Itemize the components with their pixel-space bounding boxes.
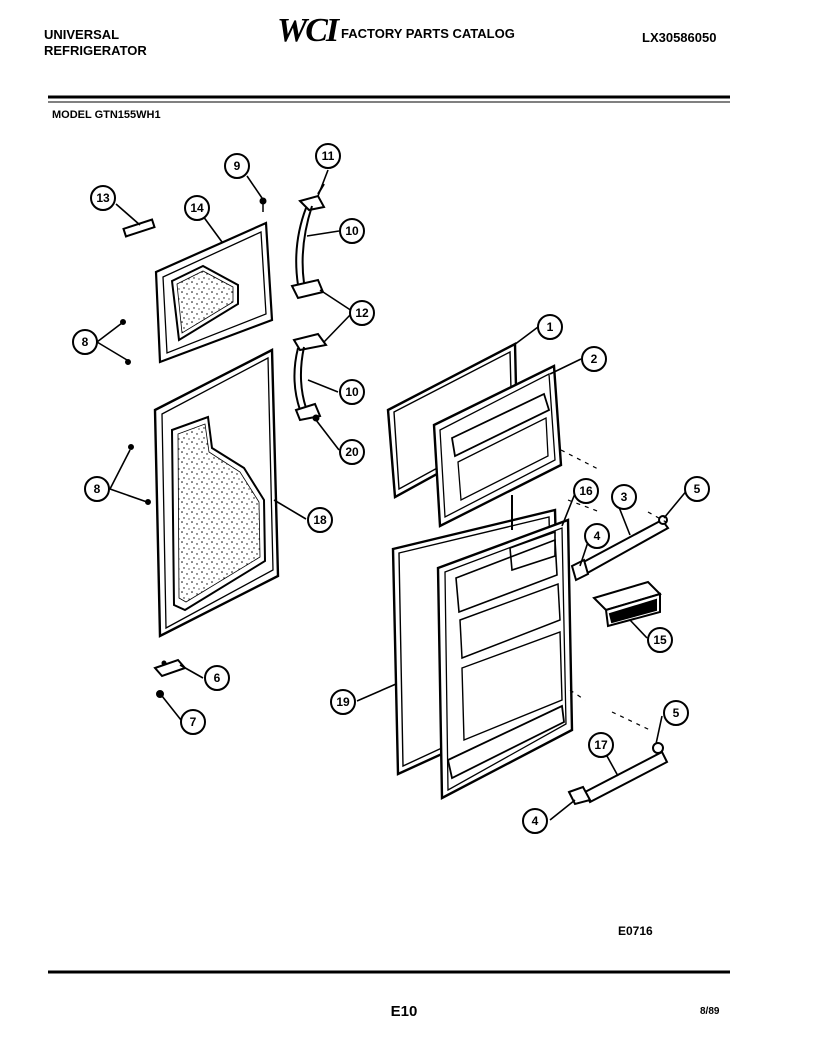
catalog-number: LX30586050 — [642, 30, 717, 45]
callout-18 — [307, 507, 333, 533]
callout-10-lower-text: 10 — [345, 385, 359, 399]
callout-9 — [224, 153, 250, 179]
callout-3 — [611, 484, 637, 510]
wci-logo: WCI — [277, 12, 339, 49]
callout-4-lower-text: 4 — [532, 814, 539, 828]
callout-11 — [315, 143, 341, 169]
callout-4-lower — [522, 808, 548, 834]
callout-7-text: 7 — [190, 715, 197, 729]
callout-12-text: 12 — [355, 306, 369, 320]
callout-6 — [204, 665, 230, 691]
assembly-guide-lines — [560, 449, 667, 731]
callout-19-text: 19 — [336, 695, 350, 709]
callout-8-lower — [84, 476, 110, 502]
callout-14-text: 14 — [190, 201, 204, 215]
callout-10-lower — [339, 379, 365, 405]
dairy-compartment — [592, 580, 662, 628]
callout-16 — [573, 478, 599, 504]
callout-14 — [184, 195, 210, 221]
freezer-handle — [290, 183, 326, 300]
callout-16-text: 16 — [579, 484, 593, 498]
callout-circles — [72, 143, 710, 834]
callout-2 — [581, 346, 607, 372]
callout-6-text: 6 — [214, 671, 221, 685]
callout-5-lower-text: 5 — [673, 706, 680, 720]
callout-4-upper — [584, 523, 610, 549]
callout-8-upper — [72, 329, 98, 355]
callout-20 — [339, 439, 365, 465]
callout-4-upper-text: 4 — [594, 529, 601, 543]
callout-8-lower-text: 8 — [94, 482, 101, 496]
header-rule — [48, 95, 730, 103]
callout-18-text: 18 — [313, 513, 327, 527]
callout-1 — [537, 314, 563, 340]
callout-13 — [90, 185, 116, 211]
callout-15 — [647, 627, 673, 653]
catalog-title: FACTORY PARTS CATALOG — [341, 26, 515, 41]
freezer-door — [154, 221, 274, 364]
brand-line2: REFRIGERATOR — [44, 43, 147, 58]
page-number: E10 — [391, 1003, 418, 1020]
callout-5-lower — [663, 700, 689, 726]
fresh-food-handle — [292, 332, 328, 422]
brand-line1: UNIVERSAL — [44, 27, 120, 42]
callout-13-text: 13 — [96, 191, 110, 205]
callout-5-upper — [684, 476, 710, 502]
freezer-door-liner — [432, 364, 563, 530]
callout-5-upper-text: 5 — [694, 482, 701, 496]
door-shelf-lower — [567, 742, 669, 806]
callout-7 — [180, 709, 206, 735]
callout-9-text: 9 — [234, 159, 241, 173]
callout-19 — [330, 689, 356, 715]
callout-numbers: 13 14 9 11 10 12 8 10 20 8 18 6 7 1 2 16… — [82, 149, 701, 828]
callout-3-text: 3 — [621, 490, 628, 504]
callout-10-upper — [339, 218, 365, 244]
figure-code: E0716 — [618, 924, 653, 938]
callout-12 — [349, 300, 375, 326]
fresh-food-door-outer — [153, 348, 280, 638]
callout-10-upper-text: 10 — [345, 224, 359, 238]
hardware-parts — [120, 197, 320, 698]
callout-15-text: 15 — [653, 633, 667, 647]
callout-11-text: 11 — [322, 149, 335, 163]
callout-2-text: 2 — [591, 352, 598, 366]
callout-17-text: 17 — [594, 738, 608, 752]
door-shelf-upper — [570, 515, 670, 582]
fresh-food-door-liner — [436, 518, 574, 800]
callout-8-upper-text: 8 — [82, 335, 89, 349]
model-label: MODEL GTN155WH1 — [52, 109, 161, 121]
revision-date: 8/89 — [700, 1006, 720, 1017]
callout-17 — [588, 732, 614, 758]
callout-1-text: 1 — [547, 320, 554, 334]
callout-20-text: 20 — [345, 445, 359, 459]
